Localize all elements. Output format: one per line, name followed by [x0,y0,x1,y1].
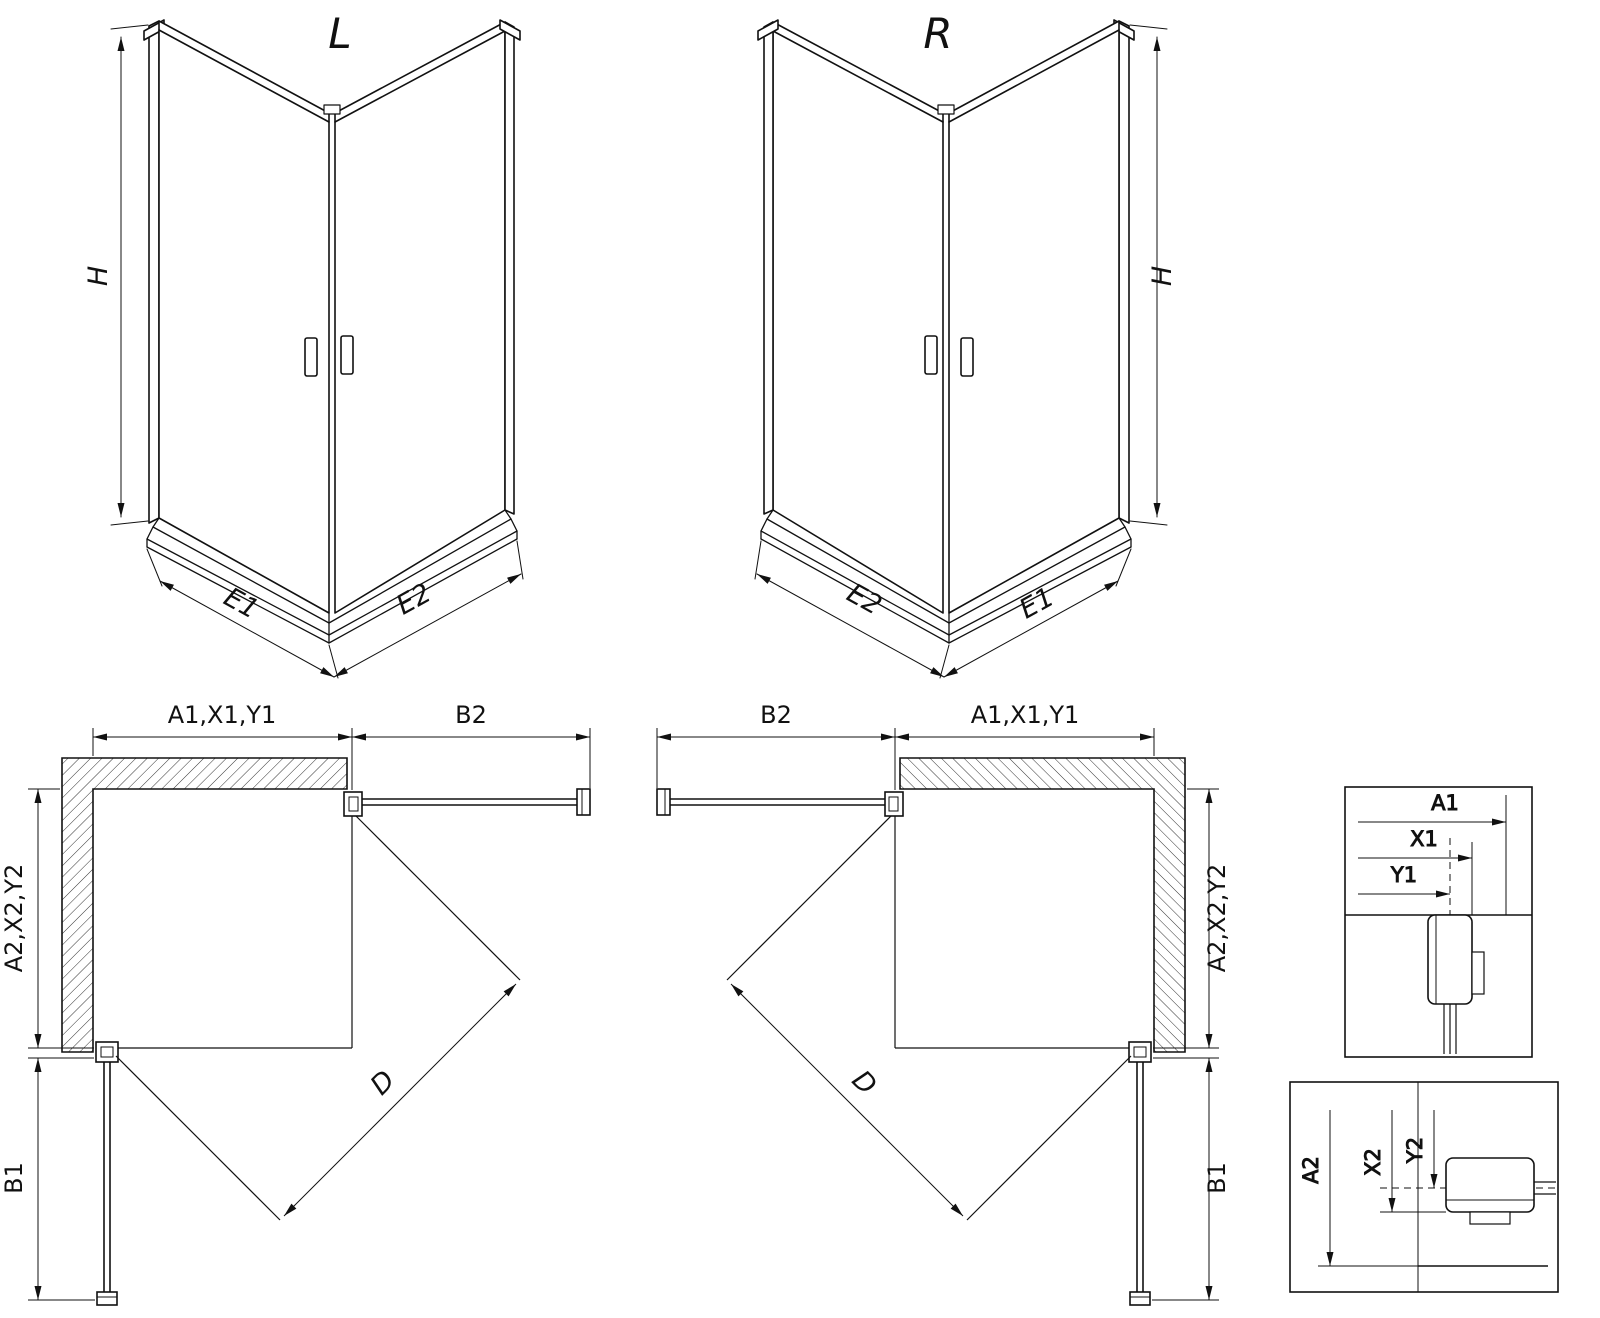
detail-bottom-profile: A2 X2 Y2 [1289,1081,1559,1293]
wall-profile-section [1418,1157,1556,1267]
dim-b1-right: B1 [1203,1162,1231,1194]
detail-top-profile: A1 X1 Y1 [1344,786,1533,1058]
dim-height-right: H [1147,266,1178,286]
dim-height-left: H [83,266,114,286]
dim-b2-right: B2 [760,701,792,729]
dim-a1x1y1-left: A1,X1,Y1 [168,701,277,729]
view-title-left: L [328,9,351,58]
dim-a2x2y2-left: A2,X2,Y2 [0,864,28,973]
plan-view-right: B2 A1,X1,Y1 A2,X2,Y2 B1 D [657,701,1231,1305]
dim-a1x1y1-right: A1,X1,Y1 [971,701,1080,729]
dim-b2-left: B2 [455,701,487,729]
detail-label-a2: A2 [1299,1156,1323,1184]
detail-label-y2: Y2 [1403,1137,1427,1164]
detail-label-a1: A1 [1431,791,1459,815]
dim-b1-left: B1 [0,1162,28,1194]
detail-label-y1: Y1 [1390,863,1417,887]
wall-profile-section [1427,914,1485,1054]
detail-label-x2: X2 [1361,1148,1385,1176]
detail-label-x1: X1 [1410,827,1438,851]
view-title-right: R [923,9,952,58]
dim-a2x2y2-right: A2,X2,Y2 [1203,864,1231,973]
